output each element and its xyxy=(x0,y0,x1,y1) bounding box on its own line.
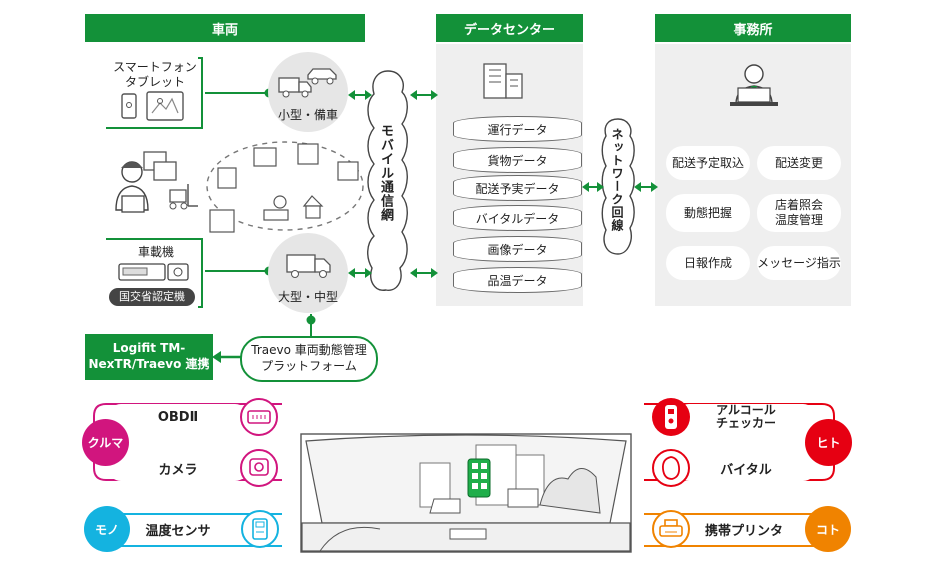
alcohol-bar: アルコール チェッカー xyxy=(676,402,816,430)
arrow-cloud-datacenter-top xyxy=(410,90,438,100)
onboard-bracket xyxy=(106,238,203,308)
arrow-cloud-datacenter-bottom xyxy=(410,268,438,278)
mono-badge: モノ xyxy=(84,506,130,552)
office-item-2: 動態把握 xyxy=(666,194,750,232)
db-segment-4: 画像データ xyxy=(453,236,582,262)
certified-badge: 国交省認定機 xyxy=(109,288,195,306)
header-vehicle: 車両 xyxy=(85,14,365,42)
db-segment-5: 品温データ xyxy=(453,267,582,293)
arrow-large-cloud xyxy=(348,268,372,278)
network-line-cloud xyxy=(601,118,635,255)
platform-connector xyxy=(306,314,316,338)
camera-label: カメラ xyxy=(158,462,198,478)
vital-bar: バイタル xyxy=(676,455,816,481)
printer-bar: 携帯プリンタ xyxy=(676,516,812,542)
large-car-label: 大型・中型 xyxy=(277,290,338,304)
temp-bar: 温度センサ xyxy=(110,516,246,542)
worker-forklift-icon xyxy=(115,151,198,213)
printer-label: 携帯プリンタ xyxy=(704,523,783,539)
network-line-label: ネットワーク回線 xyxy=(610,128,624,232)
db-segment-2: 配送予実データ xyxy=(453,175,582,201)
traevo-platform: Traevo 車両動態管理 プラットフォーム xyxy=(240,336,378,382)
arrow-datacenter-netcloud xyxy=(582,182,604,192)
vital-icon xyxy=(652,449,690,487)
smartphone-icon xyxy=(121,93,137,119)
logistics-network-icon xyxy=(206,141,364,233)
small-car-icon xyxy=(307,68,337,85)
onboard-connector xyxy=(205,266,274,276)
kuruma-badge: クルマ xyxy=(82,419,129,466)
office-item-0: 配送予定取込 xyxy=(666,146,750,180)
alcohol-label: アルコール チェッカー xyxy=(715,402,776,430)
printer-icon xyxy=(652,510,690,548)
logifit-box: Logifit TM- NexTR/Traevo 連携 xyxy=(85,334,213,380)
small-truck-icon xyxy=(278,77,312,98)
office-item-3: 店着照会 温度管理 xyxy=(757,194,841,232)
small-car-label: 小型・備車 xyxy=(277,108,338,122)
onboard-label: 車載機 xyxy=(137,245,174,259)
smartphone-connector xyxy=(205,88,274,98)
office-item-1: 配送変更 xyxy=(757,146,841,180)
camera-bar: カメラ xyxy=(108,455,248,481)
camera-icon xyxy=(240,449,278,487)
tablet-icon xyxy=(146,91,184,121)
temp-sensor-icon xyxy=(241,510,279,548)
office-worker-icon xyxy=(730,64,778,106)
db-segment-3: バイタルデータ xyxy=(453,205,582,231)
obd-bar: OBDⅡ xyxy=(108,404,248,430)
alcohol-checker-icon xyxy=(652,398,690,436)
mobile-network-cloud xyxy=(367,70,408,291)
obd-label: OBDⅡ xyxy=(157,409,199,425)
smartphone-label: スマートフォン タブレット xyxy=(113,60,197,89)
arrow-platform-logifit xyxy=(212,351,242,363)
office-item-4: 日報作成 xyxy=(666,246,750,280)
onboard-device-icon xyxy=(118,263,189,281)
building-icon xyxy=(483,63,523,99)
header-office: 事務所 xyxy=(655,14,851,42)
office-item-5: メッセージ指示 xyxy=(757,246,841,280)
db-segment-0: 運行データ xyxy=(453,116,582,142)
large-truck-icon xyxy=(286,254,331,278)
arrow-netcloud-office xyxy=(634,182,658,192)
driver-view-illustration xyxy=(300,433,632,553)
vital-label: バイタル xyxy=(720,462,772,478)
hito-badge: ヒト xyxy=(805,419,852,466)
temp-label: 温度センサ xyxy=(145,523,211,539)
arrow-small-cloud xyxy=(348,90,372,100)
obd-icon xyxy=(240,398,278,436)
mobile-network-label: モバイル通信網 xyxy=(378,124,393,222)
smartphone-bracket xyxy=(106,57,203,129)
db-segment-1: 貨物データ xyxy=(453,147,582,173)
header-datacenter: データセンター xyxy=(436,14,583,42)
koto-badge: コト xyxy=(805,506,851,552)
large-car-circle xyxy=(268,233,348,313)
